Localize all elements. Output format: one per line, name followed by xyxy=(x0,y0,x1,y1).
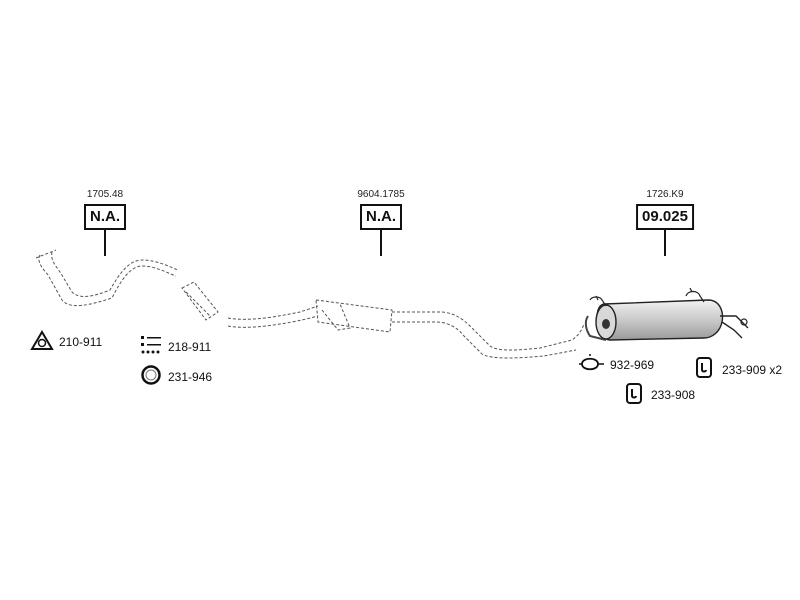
leader-line-3 xyxy=(664,230,666,256)
sealing-ring-icon xyxy=(141,365,161,385)
accessory-label-rubber-mount-b[interactable]: 233-908 xyxy=(651,388,696,402)
part-number-box-2[interactable]: N.A. xyxy=(360,204,402,230)
rear-silencer xyxy=(584,287,749,341)
leader-line-1 xyxy=(104,230,106,256)
front-pipe xyxy=(35,249,179,307)
rubber-mount-icon xyxy=(626,383,642,404)
accessory-label-gasket[interactable]: 210-911 xyxy=(59,335,103,349)
oem-number-2: 9604.1785 xyxy=(357,189,405,200)
triangle-gasket-icon xyxy=(30,330,54,350)
center-pipe xyxy=(227,299,585,359)
part-number-box-1[interactable]: N.A. xyxy=(84,204,126,230)
bracket-clamp-icon xyxy=(579,354,604,371)
accessory-label-bracket-clamp[interactable]: 932-969 xyxy=(610,358,655,372)
oem-number-1: 1705.48 xyxy=(86,189,124,200)
rubber-mount-icon xyxy=(696,357,712,378)
part-number-box-3[interactable]: 09.025 xyxy=(636,204,694,230)
flex-joint xyxy=(181,281,219,321)
accessory-label-clamp-set[interactable]: 218-911 xyxy=(168,340,212,354)
leader-line-2 xyxy=(380,230,382,256)
clamp-set-icon xyxy=(141,336,161,354)
accessory-label-ring[interactable]: 231-946 xyxy=(168,370,213,384)
oem-number-3: 1726.K9 xyxy=(646,189,684,200)
accessory-label-rubber-mount-a[interactable]: 233-909 x2 xyxy=(722,363,783,377)
